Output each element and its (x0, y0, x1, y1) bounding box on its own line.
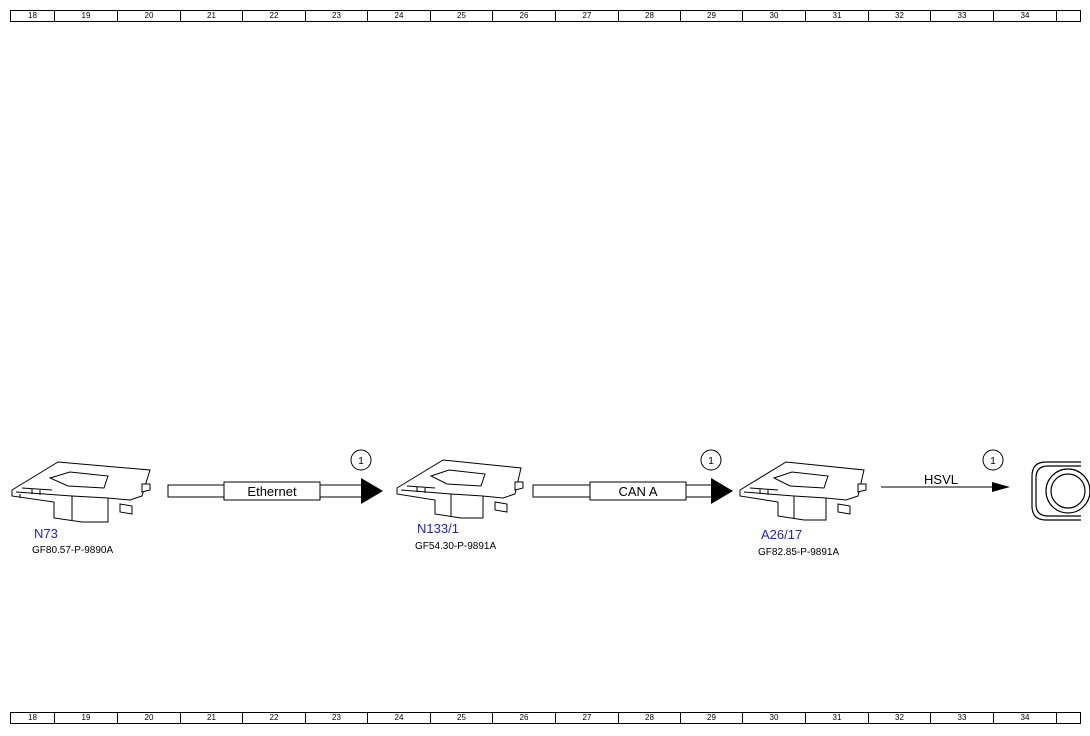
ruler-cell: 19 (55, 713, 118, 723)
marker-number: 1 (358, 456, 364, 467)
marker-circle (700, 449, 722, 471)
ruler-cell: 18 (11, 713, 55, 723)
ruler-cell: 29 (681, 713, 743, 723)
module-ref-a26-17: GF82.85-P-9891A (758, 547, 839, 558)
module-id-n133-1: N133/1 (417, 521, 459, 536)
ruler-cell: 21 (181, 11, 243, 21)
module-n133-1[interactable]: N133/1 GF54.30-P-9891A (396, 459, 524, 552)
ruler-cell: 26 (493, 713, 556, 723)
bus-label-hsvl: HSVL (924, 472, 958, 487)
bus-label-can-a: CAN A (618, 484, 657, 499)
control-unit-icon (739, 461, 867, 521)
ruler-cell: 19 (55, 11, 118, 21)
bus-label-box (223, 481, 321, 501)
ruler-cell: 20 (118, 11, 181, 21)
module-ref-n73: GF80.57-P-9890A (32, 545, 113, 556)
module-id-n73: N73 (34, 526, 58, 541)
ruler-cell: 21 (181, 713, 243, 723)
connection-ethernet[interactable]: Ethernet 1 (167, 449, 383, 504)
ruler-cell: 30 (743, 713, 806, 723)
bus-label-box (589, 481, 687, 501)
module-ref-n133-1: GF54.30-P-9891A (415, 541, 496, 552)
ruler-cell: 28 (619, 713, 681, 723)
ruler-cell: 32 (869, 713, 931, 723)
ruler-cell: 26 (493, 11, 556, 21)
ruler-cell: 27 (556, 11, 619, 21)
ruler-cell: 28 (619, 11, 681, 21)
ruler-cell: 30 (743, 11, 806, 21)
marker-number: 1 (990, 456, 996, 467)
connection-can-a[interactable]: CAN A 1 (532, 449, 733, 504)
ruler-cell: 29 (681, 11, 743, 21)
ruler-cell: 34 (994, 11, 1057, 21)
ruler-cell: 33 (931, 713, 994, 723)
ruler-cell: 25 (431, 11, 493, 21)
ruler-cell: 23 (306, 713, 368, 723)
module-n73[interactable]: N73 GF80.57-P-9890A (11, 461, 151, 556)
control-unit-icon (11, 461, 151, 523)
ruler-cell: 31 (806, 713, 869, 723)
ruler-cell: 23 (306, 11, 368, 21)
marker-circle (350, 449, 372, 471)
marker-number: 1 (708, 456, 714, 467)
module-id-a26-17: A26/17 (761, 527, 802, 542)
arrow-head (711, 478, 733, 504)
marker-circle (982, 449, 1004, 471)
arrow-head (992, 482, 1010, 492)
control-unit-icon (396, 459, 524, 519)
ruler-cell: 33 (931, 11, 994, 21)
ruler-cell: 18 (11, 11, 55, 21)
ruler-cell: 34 (994, 713, 1057, 723)
ruler-cell: 27 (556, 713, 619, 723)
ruler-cell: 25 (431, 713, 493, 723)
ruler-cell: 22 (243, 713, 306, 723)
camera-icon (1031, 461, 1090, 521)
connection-hsvl[interactable]: HSVL 1 (881, 449, 1010, 492)
ruler-cell: 24 (368, 11, 431, 21)
ruler-cell: 24 (368, 713, 431, 723)
module-a26-17[interactable]: A26/17 GF82.85-P-9891A (739, 461, 867, 558)
arrow-head (361, 478, 383, 504)
bus-label-ethernet: Ethernet (247, 484, 297, 499)
ruler-cell: 31 (806, 11, 869, 21)
ruler-cell: 22 (243, 11, 306, 21)
ruler-cell: 32 (869, 11, 931, 21)
ruler-cell: 20 (118, 713, 181, 723)
